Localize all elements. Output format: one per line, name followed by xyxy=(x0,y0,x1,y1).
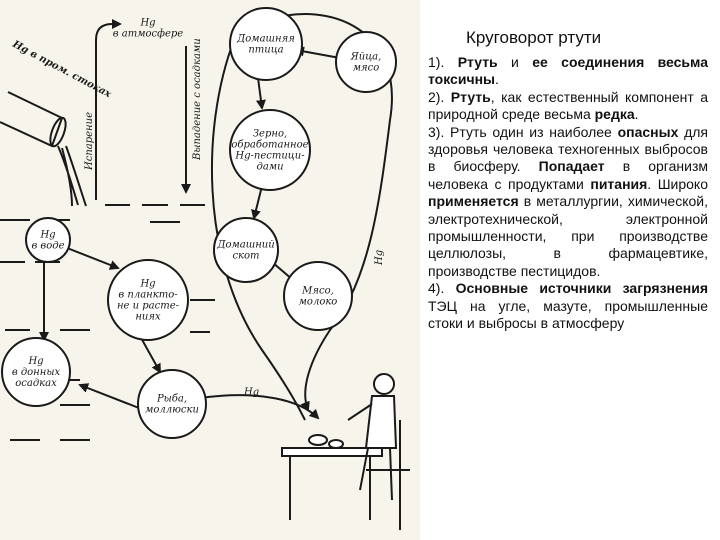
arrow-eggs-poultry xyxy=(294,46,341,59)
node-label-line: в планкто- xyxy=(118,290,178,301)
paragraph-segment: 1). xyxy=(428,54,458,70)
node-label-line: Домашняя xyxy=(236,34,295,45)
panel-paragraph: 4). Основные источники загрязнения ТЭЦ н… xyxy=(428,280,708,332)
node-label-line: Домашний xyxy=(216,240,274,251)
panel-title: Круговорот ртути xyxy=(466,28,602,47)
node-label-line: Hg-пестици- xyxy=(234,151,305,162)
paragraph-segment: Ртуть xyxy=(457,54,498,70)
node-label-line: дами xyxy=(256,162,283,173)
paragraph-segment: Основные источники загрязнения xyxy=(455,280,709,297)
paragraph-segment: применяется xyxy=(428,193,519,210)
right-curve xyxy=(267,13,393,412)
panel-paragraph: 3). Ртуть один из наиболее опасных для з… xyxy=(428,124,708,281)
node-label-line: Hg xyxy=(139,279,155,290)
panel-paragraph: 1). Ртуть и ее соединения весьма токсичн… xyxy=(428,54,708,89)
industrial-pipe xyxy=(0,91,87,207)
arrow-poultry-grain xyxy=(255,77,266,110)
node-circle xyxy=(283,261,353,331)
paragraph-segment: ТЭЦ на угле, мазуте, промышленные стоки … xyxy=(428,297,708,332)
node-circle xyxy=(229,7,303,81)
node-label-line: в воде xyxy=(31,241,64,252)
node-circle xyxy=(107,259,189,341)
node-hg-water: Hgв воде xyxy=(25,217,71,263)
paragraph-segment: . Широко xyxy=(647,175,708,192)
node-label-line: Hg xyxy=(39,230,55,241)
paragraph-segment: в организм человека с продуктами xyxy=(428,158,708,192)
paragraph-segment: ее соединения весьма токсичны xyxy=(428,54,708,88)
paragraph-segment: Попадает xyxy=(538,158,605,175)
node-label-line: молоко xyxy=(299,297,338,308)
node-label-line: Hg xyxy=(139,18,155,29)
node-label-line: обработанное xyxy=(231,140,308,151)
node-circle xyxy=(229,109,311,191)
paragraph-segment: Ртуть xyxy=(450,88,491,105)
arrow-fish-sediment xyxy=(78,383,145,411)
paragraph-segment: в металлургии, химической, электротехнич… xyxy=(428,193,708,279)
node-circle xyxy=(1,337,71,407)
paragraph-segment: . xyxy=(634,106,639,123)
node-label-line: Зерно, xyxy=(253,129,287,140)
paragraph-segment: для здоровья человека техногенных выброс… xyxy=(428,123,708,175)
node-label-line: моллюски xyxy=(145,405,199,416)
industrial-label: Hg в пром. стоках xyxy=(10,38,114,100)
node-label-line: Яйца, xyxy=(350,52,382,63)
arrow-fish-human xyxy=(199,394,320,420)
node-label-line: птица xyxy=(248,45,283,56)
node-eggs: Яйца,мясо xyxy=(335,31,397,93)
paragraph-segment: . xyxy=(494,71,499,88)
fallout-label: Выпадение с осадками xyxy=(192,38,203,161)
node-label-line: Рыба, xyxy=(156,394,187,405)
node-label-line: мясо xyxy=(353,63,380,74)
node-circle xyxy=(137,369,207,439)
node-label-line: ниях xyxy=(135,312,161,323)
hg-bottom-label: Hg xyxy=(243,387,259,398)
node-circle xyxy=(213,217,279,283)
paragraph-segment: редка xyxy=(594,106,635,123)
person-eating-figure xyxy=(281,373,410,530)
node-label-line: скот xyxy=(232,251,259,262)
paragraph-segment: , как естественный компонент а природной… xyxy=(428,88,708,123)
node-label-line: в атмосфере xyxy=(113,29,184,40)
panel-body: 1). Ртуть и ее соединения весьма токсичн… xyxy=(428,54,708,333)
node-hg-atm: Hgв атмосфере xyxy=(113,18,184,40)
arrow-grain-livestock xyxy=(251,185,263,220)
big-curve xyxy=(211,29,306,421)
node-label-line: Мясо, xyxy=(301,286,334,297)
node-label-line: в донных xyxy=(12,367,61,378)
paragraph-segment: и xyxy=(497,54,533,70)
paragraph-segment: опасных xyxy=(617,123,679,140)
node-plankton: Hgв планкто-не и расте-ниях xyxy=(107,259,189,341)
node-label-line: Hg xyxy=(27,356,43,367)
text-panel: Круговорот ртути 1). Ртуть и ее соединен… xyxy=(420,0,720,540)
hg-right-label: Hg xyxy=(374,250,385,266)
node-label-line: осадках xyxy=(15,378,57,389)
paragraph-segment: 2). xyxy=(428,88,451,105)
arrow-plankton-fish xyxy=(139,335,161,374)
paragraph-segment: питания xyxy=(590,175,648,192)
node-fish: Рыба,моллюски xyxy=(137,369,207,439)
node-label-line: не и расте- xyxy=(117,301,180,312)
evaporation-arrow xyxy=(95,19,122,200)
paragraph-segment: 3). Ртуть один из наиболее xyxy=(428,123,618,140)
arrow-water-plankton xyxy=(61,245,120,270)
paragraph-segment: 4). xyxy=(428,280,456,297)
panel-paragraph: 2). Ртуть, как естественный компонент а … xyxy=(428,89,708,124)
evaporation-label: Испарение xyxy=(84,112,95,171)
node-circle xyxy=(25,217,71,263)
node-meat: Мясо,молоко xyxy=(283,261,353,331)
node-circle xyxy=(335,31,397,93)
